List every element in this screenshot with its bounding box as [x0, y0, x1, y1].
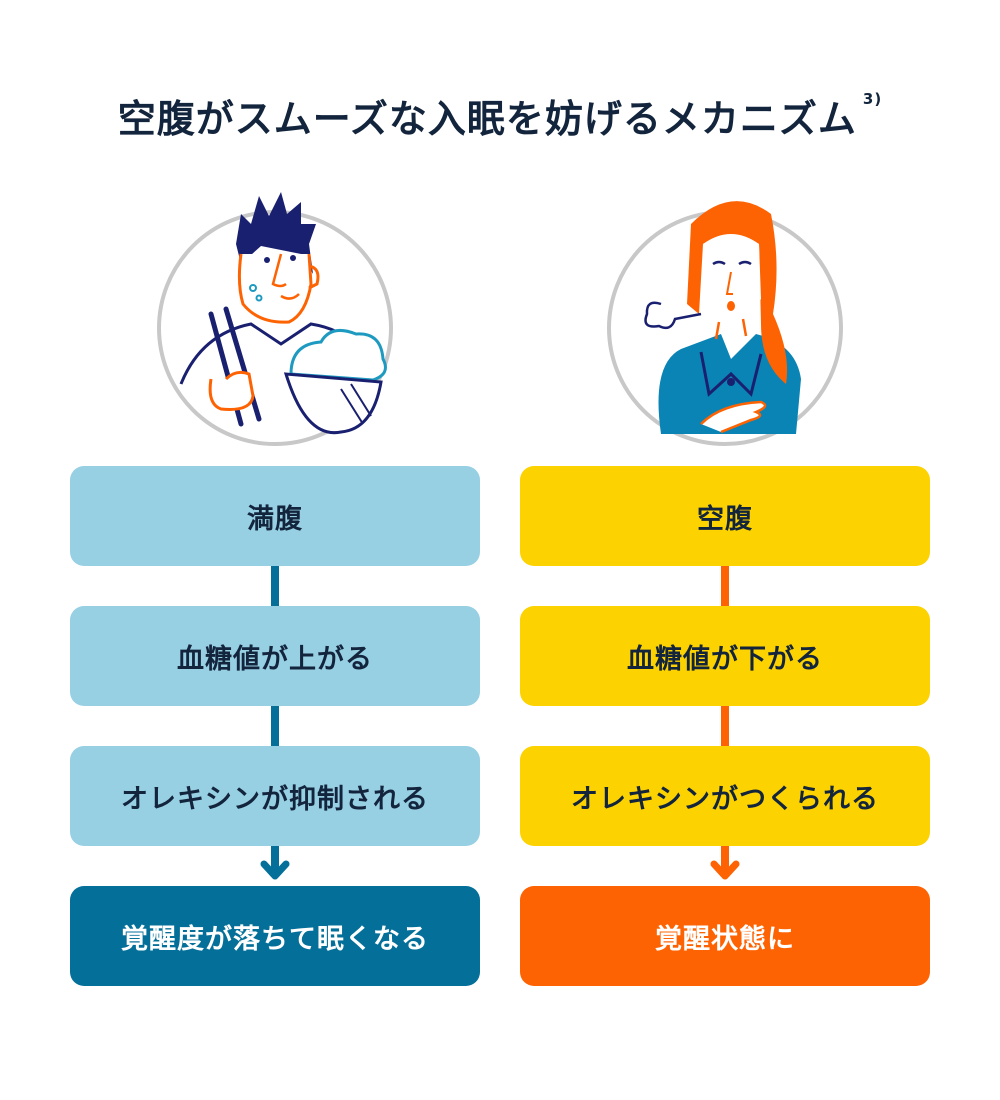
step-orexin-suppressed: オレキシンが抑制される: [70, 746, 480, 846]
connector-line: [721, 706, 729, 746]
step-label: 血糖値が上がる: [177, 643, 373, 675]
step-label: 空腹: [697, 503, 753, 535]
man-eating-icon: [179, 192, 387, 435]
step-orexin-produced: オレキシンがつくられる: [520, 746, 930, 846]
step-label: 血糖値が下がる: [627, 643, 823, 675]
arrow-down-icon: [710, 846, 740, 880]
connector-line: [271, 566, 279, 606]
connector-line: [271, 706, 279, 746]
step-blood-sugar-drops: 血糖値が下がる: [520, 606, 930, 706]
step-awake-state: 覚醒状態に: [520, 886, 930, 986]
diagram-title: 空腹がスムーズな入眠を妨げるメカニズム 3): [0, 88, 1000, 143]
man-eating-rice-illustration: [157, 192, 393, 446]
step-label: オレキシンがつくられる: [571, 783, 879, 815]
title-text: 空腹がスムーズな入眠を妨げるメカニズム: [117, 97, 857, 141]
step-label: オレキシンが抑制される: [121, 783, 429, 815]
step-label: 覚醒度が落ちて眠くなる: [121, 923, 429, 955]
step-label: 覚醒状態に: [655, 923, 795, 955]
step-blood-sugar-rises: 血糖値が上がる: [70, 606, 480, 706]
step-empty-stomach: 空腹: [520, 466, 930, 566]
arrow-down-icon: [260, 846, 290, 880]
step-label: 満腹: [247, 503, 303, 535]
step-sleepy: 覚醒度が落ちて眠くなる: [70, 886, 480, 986]
connector-line: [721, 566, 729, 606]
footnote-ref: 3): [862, 90, 883, 108]
step-full-stomach: 満腹: [70, 466, 480, 566]
hungry-woman-illustration: [607, 201, 843, 446]
woman-sighing-icon: [644, 201, 801, 434]
